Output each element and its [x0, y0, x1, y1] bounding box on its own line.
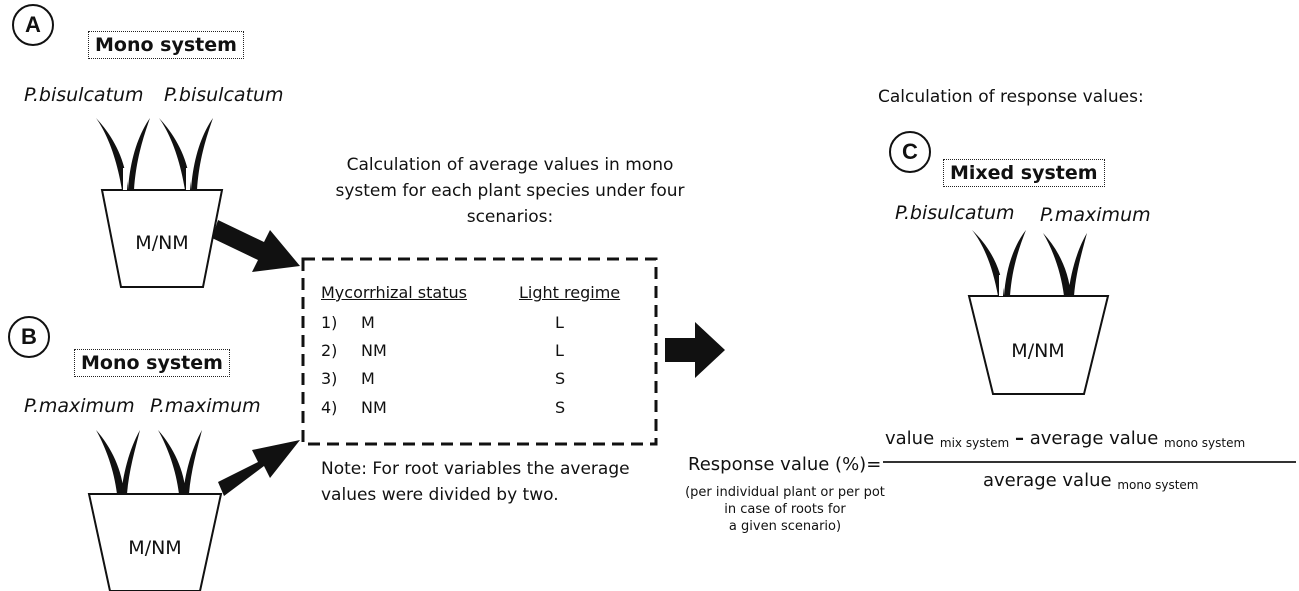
row-1-number: 1) [321, 313, 338, 332]
response-heading: Calculation of response values: [878, 87, 1144, 107]
scenario-heading-line3: scenarios: [466, 207, 554, 227]
formula-lhs: Response value (%)= [688, 454, 882, 475]
scenario-heading-line1: Calculation of average values in mono [346, 155, 674, 175]
root-note-line1: Note: For root variables the average [321, 459, 630, 479]
row-1-light: L [555, 313, 564, 332]
arrow-a-to-table [212, 220, 300, 272]
scenario-box [301, 257, 658, 446]
numerator-minus: – [1014, 428, 1024, 449]
panel-a-species-right: P.bisulcatum [164, 84, 284, 106]
formula-note-line1: (per individual plant or per pot [685, 485, 885, 500]
pot-a [100, 189, 224, 288]
panel-b-marker: B [8, 316, 50, 358]
panel-b-species-right: P.maximum [150, 395, 261, 417]
row-3-number: 3) [321, 369, 338, 388]
panel-a-species-left: P.bisulcatum [24, 84, 144, 106]
formula-numerator: value mix system – average value mono sy… [885, 428, 1245, 450]
numerator-value: value [885, 428, 935, 449]
denominator-average: average value [983, 470, 1112, 491]
row-4-light: S [555, 398, 566, 417]
plant-c-left [972, 230, 1026, 296]
panel-b-species-left: P.maximum [24, 395, 135, 417]
formula-note: (per individual plant or per pot in case… [670, 484, 900, 535]
numerator-average: average value [1029, 428, 1159, 449]
panel-c-species-left: P.bisulcatum [895, 202, 1015, 224]
numerator-sub-mono: mono system [1164, 436, 1246, 450]
scenario-heading: Calculation of average values in mono sy… [300, 152, 720, 230]
row-4-status: NM [361, 398, 387, 417]
column-header-mycorrhizal-status: Mycorrhizal status [321, 283, 467, 302]
panel-a-pot-label: M/NM [135, 232, 189, 254]
plant-c-right [1043, 233, 1087, 296]
plant-a-right [159, 118, 213, 190]
root-note-line2: values were divided by two. [321, 485, 559, 505]
plant-b-right [158, 430, 202, 494]
root-note: Note: For root variables the average val… [321, 456, 630, 508]
pot-c [967, 295, 1110, 395]
denominator-sub-mono: mono system [1117, 478, 1199, 492]
arrow-table-to-c [665, 322, 725, 378]
plant-b-left [96, 430, 140, 494]
panel-b-system-label: Mono system [74, 349, 230, 377]
row-2-light: L [555, 341, 564, 360]
panel-a-system-label: Mono system [88, 31, 244, 59]
row-2-status: NM [361, 341, 387, 360]
row-3-status: M [361, 369, 375, 388]
formula-note-line3: a given scenario) [728, 519, 842, 534]
panel-c-marker: C [889, 131, 931, 173]
panel-c-species-right: P.maximum [1040, 204, 1151, 226]
scenario-heading-line2: system for each plant species under four [335, 181, 685, 201]
row-2-number: 2) [321, 341, 338, 360]
row-1-status: M [361, 313, 375, 332]
panel-b-pot-label: M/NM [128, 537, 182, 559]
panel-c-pot-label: M/NM [1011, 340, 1065, 362]
pot-b [87, 493, 223, 591]
panel-c-system-label: Mixed system [943, 159, 1105, 187]
formula-note-line2: in case of roots for [724, 502, 846, 517]
arrow-b-to-table [218, 440, 300, 496]
panel-a-marker: A [12, 4, 54, 46]
row-3-light: S [555, 369, 566, 388]
column-header-light-regime: Light regime [519, 283, 621, 302]
plant-a-left [96, 118, 150, 190]
row-4-number: 4) [321, 398, 338, 417]
formula-denominator: average value mono system [983, 470, 1199, 492]
numerator-sub-mix: mix system [939, 436, 1010, 450]
